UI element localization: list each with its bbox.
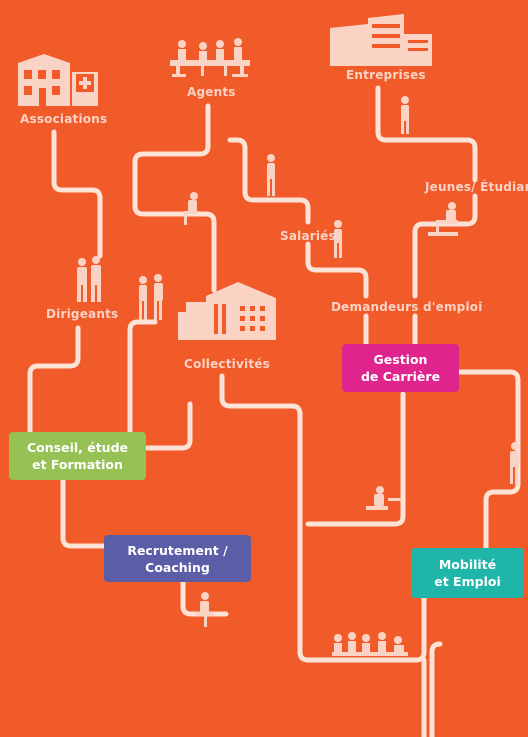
person-standing-icon (267, 154, 275, 196)
label-entreprises: Entreprises (346, 68, 426, 82)
box-gestion-line2: de Carrière (360, 369, 441, 384)
box-mobilite-line1: Mobilité (438, 557, 497, 572)
box-gestion-line1: Gestion (373, 352, 428, 367)
path-gestion-mobilite (457, 369, 521, 551)
box-recrutement-line1: Recrutement / (127, 542, 228, 558)
label-agents: Agents (187, 85, 236, 99)
box-recrutement-coaching[interactable]: Recrutement / Coaching (104, 535, 251, 582)
box-conseil-etude-formation[interactable]: Conseil, étude et Formation (9, 432, 146, 480)
label-jeunes: Jeunes/ Étudiants (425, 180, 528, 194)
person-crouching-icon (366, 486, 402, 510)
label-collectivites: Collectivités (184, 357, 270, 371)
label-dirigeants: Dirigeants (46, 307, 119, 321)
box-conseil-line2: et Formation (32, 457, 123, 472)
path-entreprises-jeunes (375, 85, 478, 183)
path-salaries-demandeurs (305, 241, 369, 299)
path-dirigeants-conseil (27, 325, 81, 435)
path-jeunes-demandeurs (412, 193, 478, 299)
label-salaries: Salariés (280, 229, 336, 243)
path-mobilite-exit (429, 641, 443, 737)
label-demandeurs: Demandeurs d'emploi (331, 300, 483, 314)
people-pair-icon (139, 274, 163, 320)
box-mobilite-line2: et Emploi (434, 574, 501, 589)
employee-standing-icon (334, 220, 342, 258)
box-conseil-line1: Conseil, étude (26, 440, 129, 455)
path-recrutement-bottom (180, 579, 229, 617)
box-mobilite-emploi[interactable]: Mobilité et Emploi (411, 548, 524, 598)
group-meeting-icon (332, 632, 408, 656)
path-associations-dirigeants (51, 129, 103, 259)
path-gestion-recrutement (305, 391, 406, 527)
student-sitting-icon (428, 202, 458, 236)
box-gestion-carriere[interactable]: Gestion de Carrière (342, 344, 459, 392)
leaders-pair-icon (77, 256, 101, 302)
person-sitting-icon (184, 192, 198, 225)
path-agents-salaries (227, 137, 311, 225)
path-agents-collectivites (132, 103, 217, 293)
office-workers-icon (170, 38, 250, 77)
path-collectivites-conseil (119, 319, 193, 451)
company-buildings-icon (330, 14, 432, 66)
person-thinking-icon (196, 592, 214, 627)
person-walking-icon (401, 96, 409, 134)
city-hall-building-icon (178, 282, 276, 340)
path-collectivites-bottom (219, 373, 427, 663)
label-associations: Associations (20, 112, 108, 126)
house-with-medical-cross-icon (18, 54, 98, 106)
box-recrutement-line2: Coaching (145, 559, 210, 575)
path-conseil-recrutement (60, 477, 109, 549)
person-on-path-icon (510, 442, 519, 484)
